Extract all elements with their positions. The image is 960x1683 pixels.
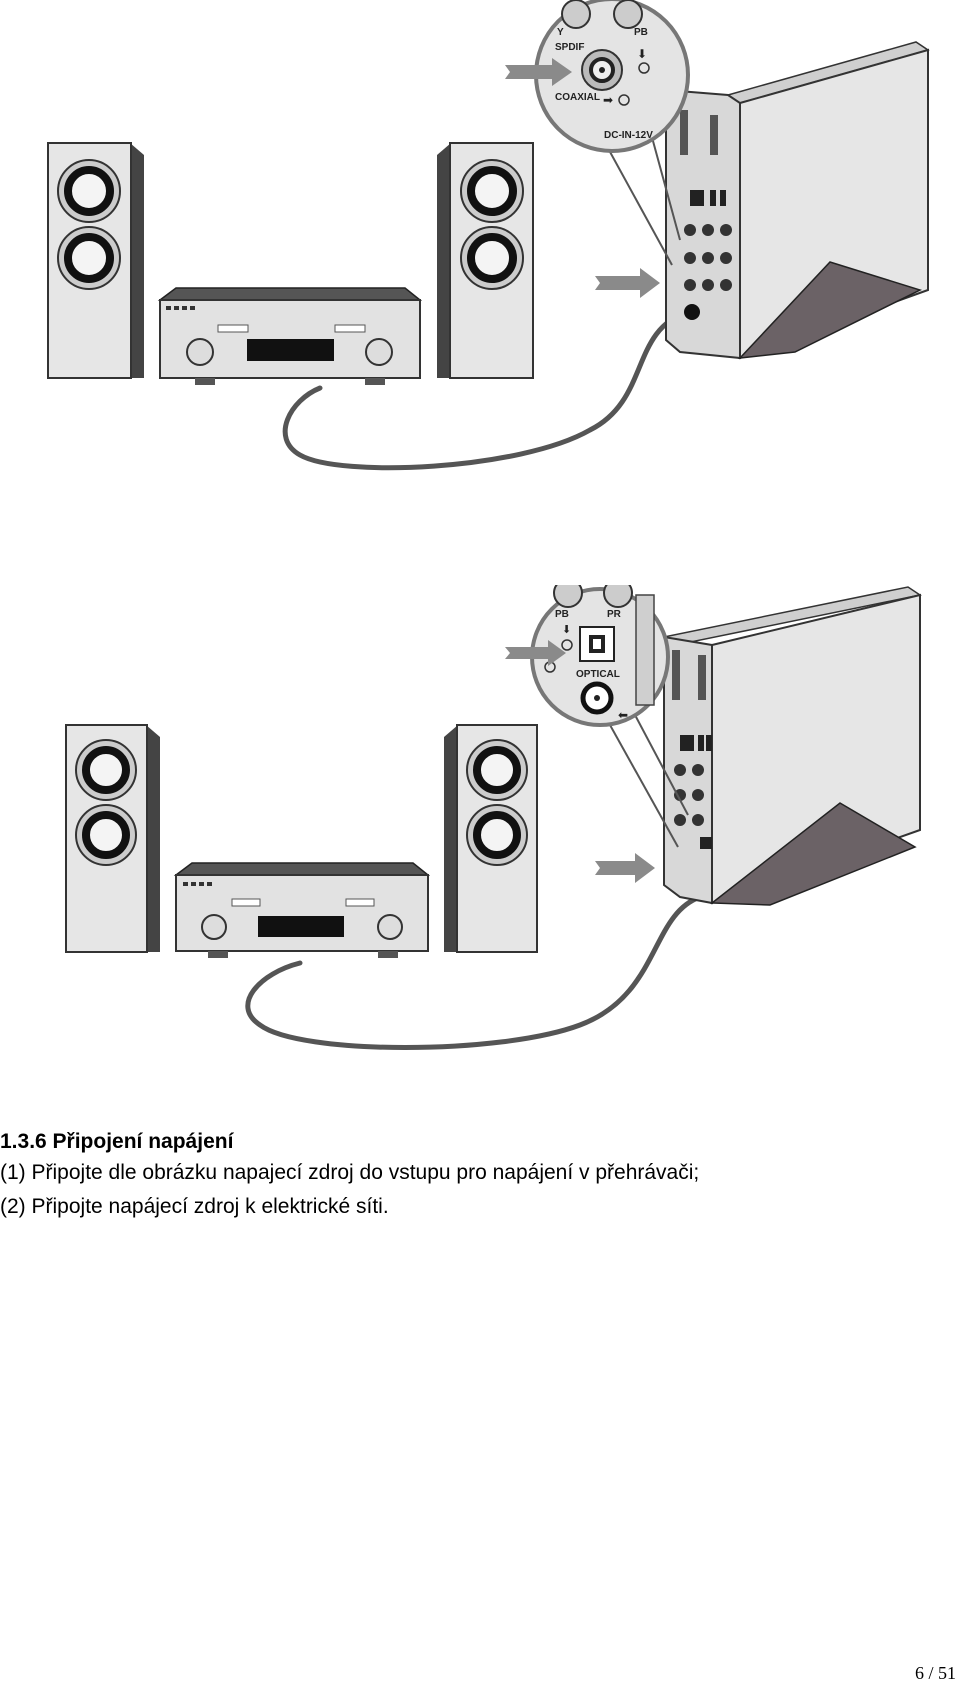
zoom-detail-optical: PB PR ⬇ OPTICAL ⬅ [530,585,670,727]
diagram-coaxial-connection: Y PB SPDIF ⬇ COAXIAL ➡ DC-IN-12V [0,0,960,480]
zoom-label-y: Y [557,27,564,38]
down-arrow-icon: ⬇ [562,624,571,636]
right-speaker [444,724,538,953]
zoom-label-pb: PB [555,609,569,620]
audio-cable [245,894,703,1050]
power-connection-section: 1.3.6 Připojení napájení (1) Připojte dl… [0,1128,950,1224]
left-speaker [47,142,144,379]
zoom-line [634,714,689,816]
zoom-label-pr: PR [607,609,622,620]
right-speaker [437,142,534,379]
zoom-label-pb: PB [634,27,648,38]
audio-cable [282,309,691,471]
zoom-line [649,129,681,241]
media-player [662,586,922,906]
media-player [665,41,930,360]
arrow-to-zoom-port [505,640,566,666]
arrow-to-port [595,268,660,298]
section-title: 1.3.6 Připojení napájení [0,1130,234,1153]
zoom-line [609,724,679,848]
down-arrow-icon: ⬇ [637,47,647,61]
step-1-text: (1) Připojte dle obrázku napajecí zdroj … [0,1161,700,1184]
zoom-detail-coaxial: Y PB SPDIF ⬇ COAXIAL ➡ DC-IN-12V [534,0,690,153]
left-arrow-icon: ⬅ [618,708,628,722]
left-speaker [65,724,160,953]
zoom-label-coaxial: COAXIAL [555,92,600,103]
page-number: 6 / 51 [914,1663,956,1683]
arrow-to-port [595,853,655,883]
zoom-label-optical: OPTICAL [576,669,620,680]
amplifier [173,862,431,958]
diagram-optical-connection: PB PR ⬇ OPTICAL ⬅ [0,585,960,1065]
amplifier [157,287,423,385]
arrow-to-zoom-port [505,58,572,86]
step-2-text: (2) Připojte napájecí zdroj k elektrické… [0,1195,389,1218]
zoom-label-spdif: SPDIF [555,42,584,53]
right-arrow-icon: ➡ [603,93,613,107]
zoom-label-dc-in: DC-IN-12V [604,130,653,141]
